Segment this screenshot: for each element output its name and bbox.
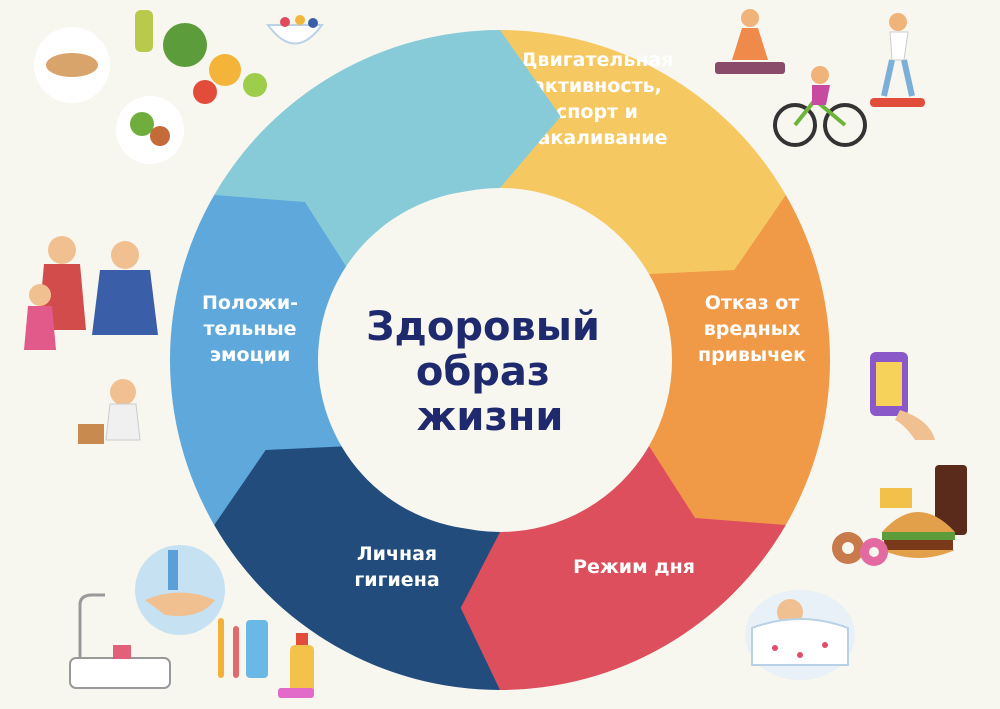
fries-icon <box>880 488 912 508</box>
shower-icon <box>78 593 105 658</box>
cereal-bowl-icon <box>266 24 324 45</box>
daughter-icon <box>29 284 51 306</box>
center-disc <box>318 190 658 530</box>
segment-label-line: Двигательная <box>521 49 674 71</box>
segment-emotions: Положи-тельные эмоции <box>202 29 561 366</box>
segment-label-line: спорт и <box>556 101 638 123</box>
burger-icon <box>882 512 955 532</box>
segment-routine: Режим дня <box>214 429 695 690</box>
center-circle: Здоровый образ жизни <box>318 190 658 530</box>
bathtub-icon <box>69 657 171 689</box>
segment-arrow-nutrition <box>500 29 786 291</box>
oil-bottle-icon <box>135 10 153 52</box>
segment-arrow-habits <box>439 446 786 690</box>
segment-habits: Отказ от вредных привычек <box>439 292 806 690</box>
yoga-person-icon <box>741 9 759 27</box>
girl-playing-icon <box>110 379 136 405</box>
tomato-icon <box>193 80 217 104</box>
segment-label-line: тельные <box>203 318 296 340</box>
segment-label-habits: Отказ от вредных привычек <box>698 292 806 366</box>
segment-label-line: Отказ от <box>705 292 800 314</box>
center-title-line-3: жизни <box>417 394 564 440</box>
segment-label-emotions: Положи-тельные эмоции <box>202 292 298 366</box>
segment-label-line: гигиена <box>354 569 439 591</box>
segment-label-line: активность, <box>532 75 662 97</box>
illustrations <box>24 9 967 698</box>
yoga-mat-icon <box>715 62 785 74</box>
toothpaste-icon <box>246 620 268 678</box>
segment-arrow-routine <box>214 429 500 690</box>
segment-arrow-emotions <box>214 29 561 274</box>
hand-icon <box>895 410 935 440</box>
lime-icon <box>243 73 267 97</box>
center-title-line-1: Здоровый <box>366 304 600 350</box>
segment-label-line: Личная <box>357 543 437 565</box>
father-icon <box>111 241 139 269</box>
mother-icon <box>48 236 76 264</box>
segment-label-line: Положи- <box>202 292 298 314</box>
skateboard-icon <box>870 98 925 107</box>
toothbrush-icon <box>218 618 224 678</box>
soap-bottle-icon <box>290 645 314 695</box>
segment-hygiene: Личная гигиена <box>169 185 440 591</box>
segment-label-routine: Режим дня <box>573 556 695 578</box>
segment-activity: Двигательная активность, спорт и закаливани… <box>521 49 831 535</box>
happy-family-icon <box>24 236 158 444</box>
pineapple-icon <box>209 54 241 86</box>
skater-icon <box>889 13 907 31</box>
center-title: Здоровый образ жизни <box>366 304 614 440</box>
smartphone-junkfood-icon <box>832 352 967 566</box>
segment-label-line: привычек <box>698 344 806 366</box>
segment-label-hygiene: Личная гигиена <box>354 543 439 591</box>
segment-label-activity: Двигательная активность, спорт и закаливани… <box>521 49 674 149</box>
segment-label-line: эмоции <box>210 344 291 366</box>
handwashing-icon <box>135 545 225 635</box>
segment-label-line: Режим дня <box>573 556 695 578</box>
sleeping-girl-icon <box>745 590 855 680</box>
sport-people-icon <box>715 9 925 147</box>
healthy-food-icon <box>34 10 324 164</box>
center-title-line-2: образ <box>416 349 550 395</box>
segment-arrow-activity <box>649 195 831 535</box>
hygiene-items-icon <box>69 545 314 698</box>
segment-arrow-hygiene <box>169 185 351 525</box>
cyclist-icon <box>811 66 829 84</box>
soda-cup-icon <box>935 465 967 535</box>
bicycle-icon <box>773 103 817 147</box>
vegetables-icon <box>163 23 207 67</box>
segment-label-line: вредных <box>704 318 800 340</box>
segment-label-line: закаливание <box>527 127 668 149</box>
toy-box-icon <box>78 424 104 444</box>
